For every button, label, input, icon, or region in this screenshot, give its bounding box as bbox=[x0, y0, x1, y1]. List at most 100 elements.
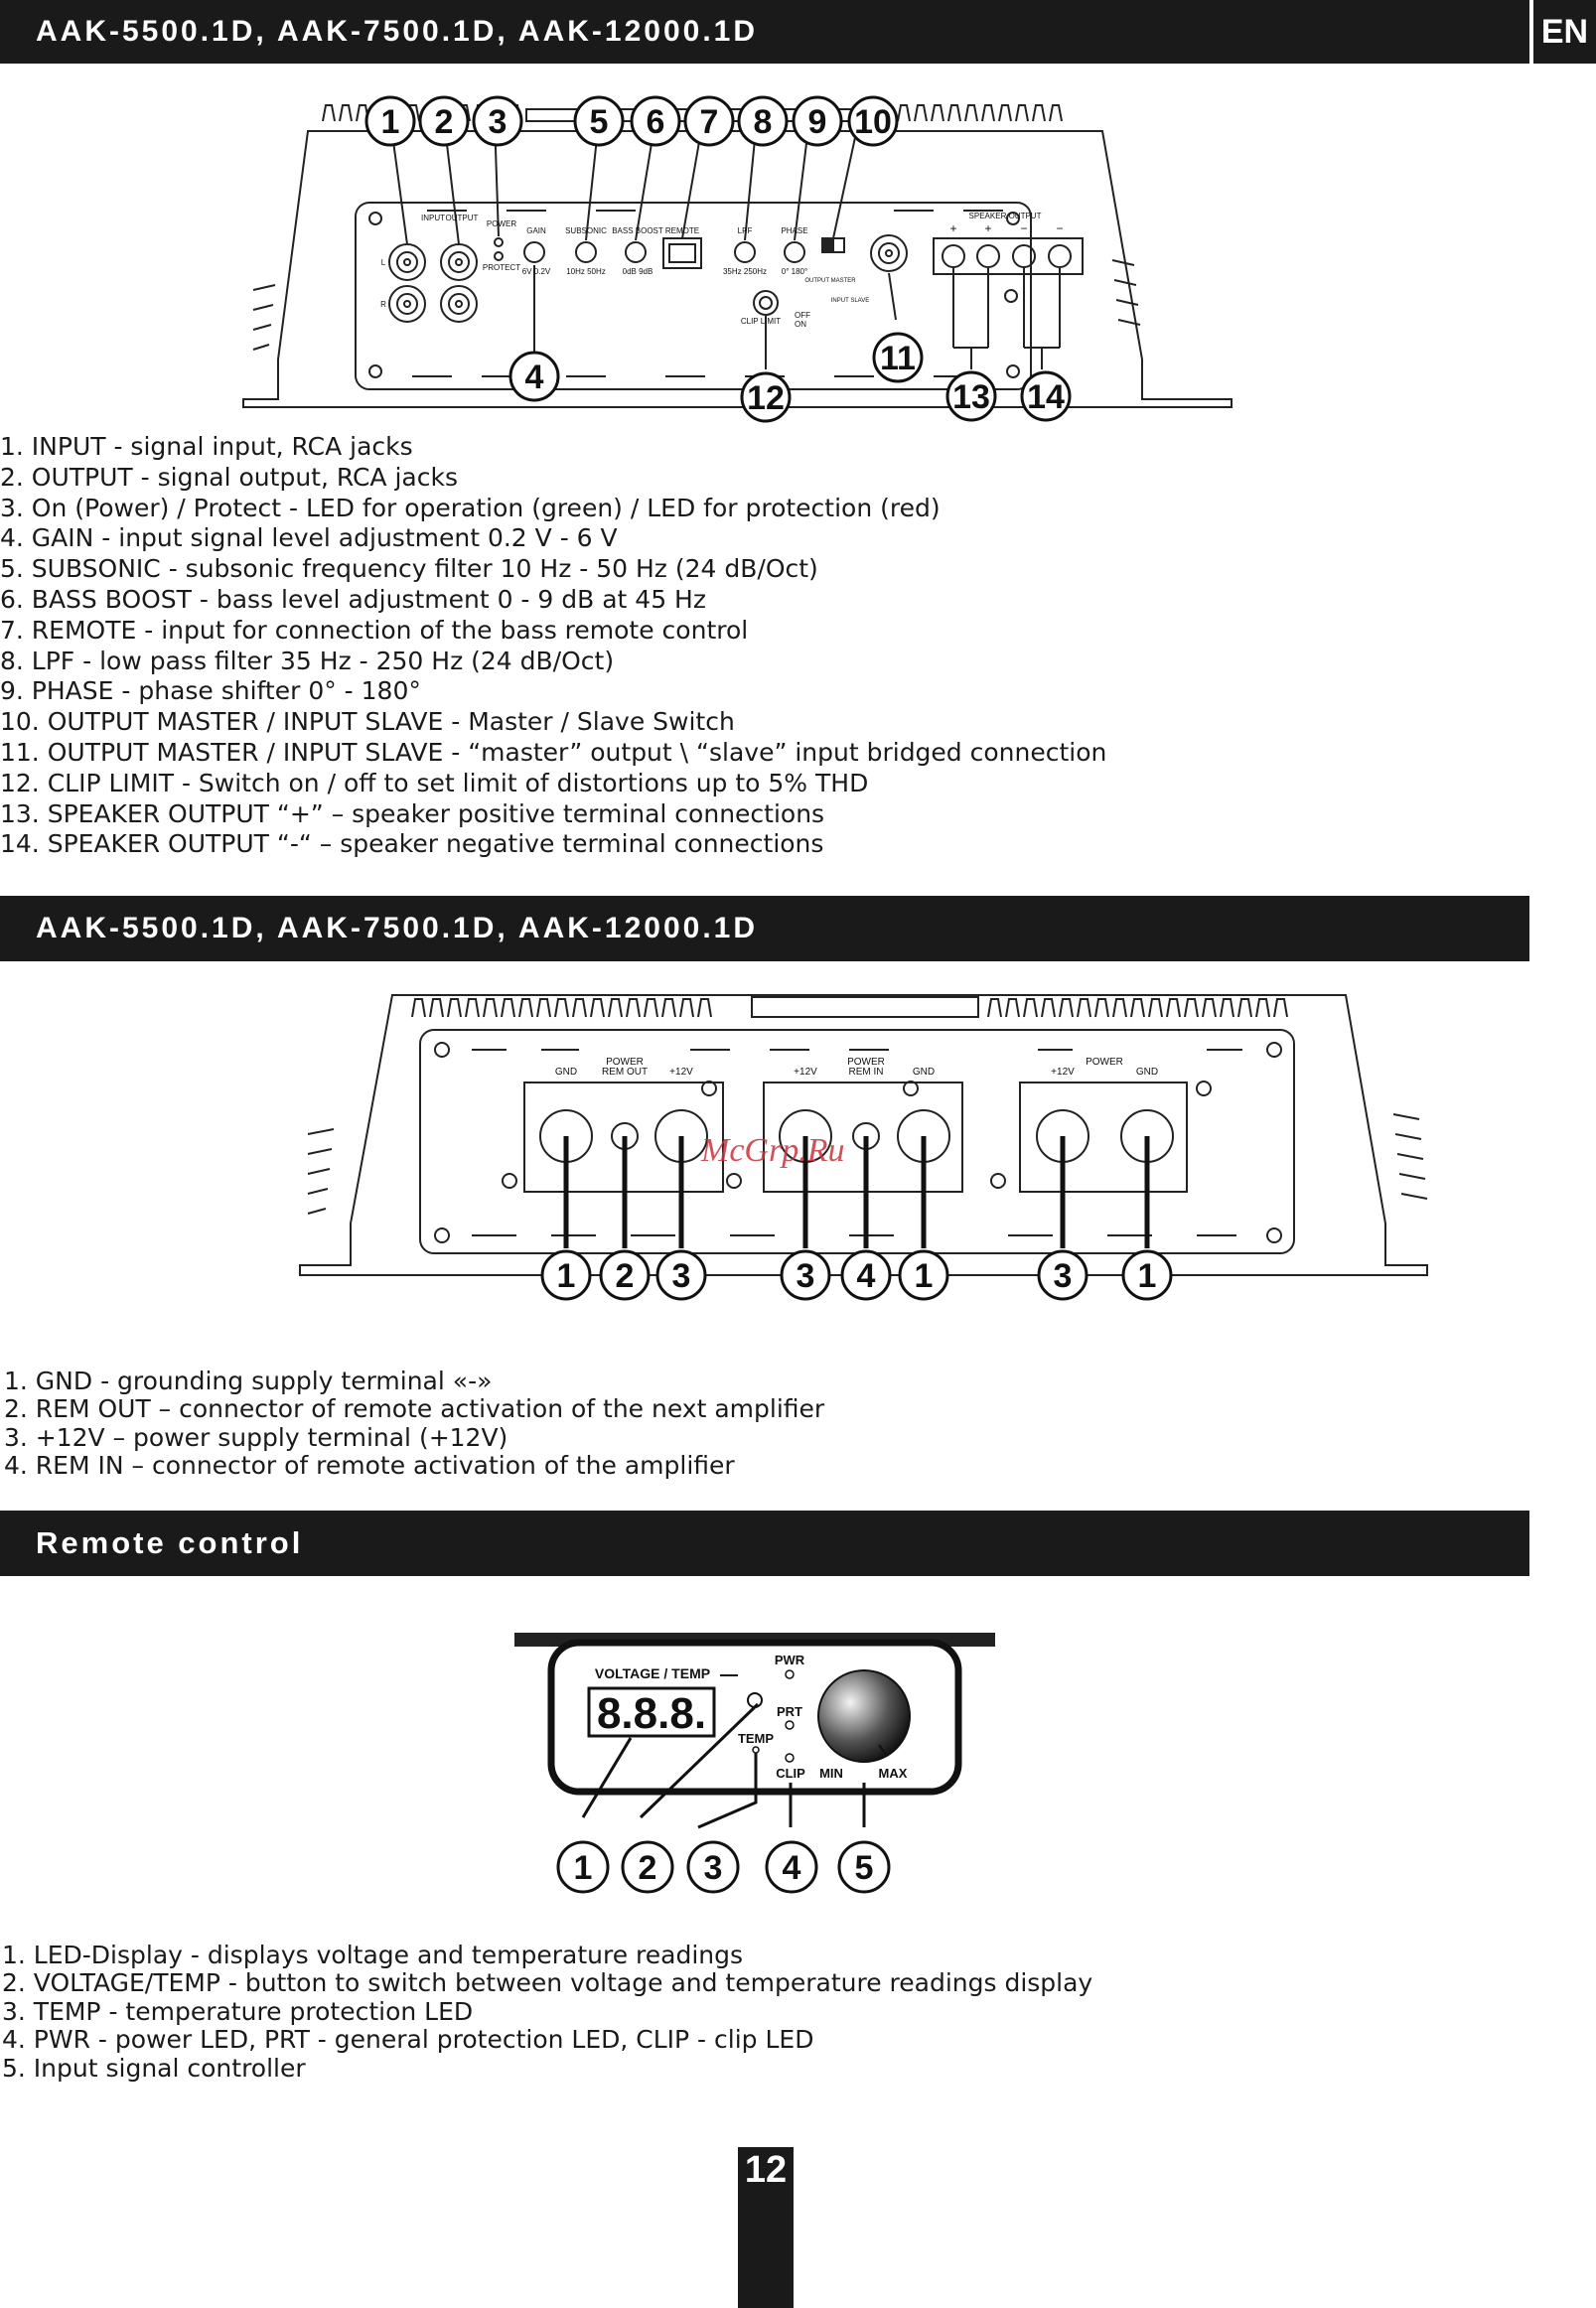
clip-led bbox=[785, 1753, 795, 1763]
page-number: 12 bbox=[738, 2147, 794, 2308]
callout-2: 2 bbox=[435, 103, 454, 141]
remote-control-legend: 1. LED-Display - displays voltage and te… bbox=[2, 1941, 1093, 2083]
list-item: 9. PHASE - phase shifter 0° - 180° bbox=[0, 676, 421, 706]
list-item: 6. BASS BOOST - bass level adjustment 0 … bbox=[0, 584, 706, 614]
list-item: 4. REM IN – connector of remote activati… bbox=[4, 1451, 735, 1481]
label-voltage-temp: VOLTAGE / TEMP bbox=[595, 1665, 710, 1681]
label-off: OFF bbox=[795, 311, 810, 320]
label-prt: PRT bbox=[777, 1704, 802, 1719]
list-item: 11. OUTPUT MASTER / INPUT SLAVE - “maste… bbox=[0, 737, 1107, 767]
label-clip-limit: CLIP LIMIT bbox=[741, 317, 781, 326]
callout-3: 3 bbox=[1054, 1257, 1073, 1295]
label-gain: GAIN bbox=[526, 226, 546, 235]
list-item: 2. OUTPUT - signal output, RCA jacks bbox=[0, 462, 458, 492]
callout-13: 13 bbox=[952, 378, 990, 416]
list-item: 5. Input signal controller bbox=[2, 2053, 306, 2083]
section-header-remote-control: Remote control bbox=[0, 1511, 1529, 1576]
label-gnd: GND bbox=[1136, 1067, 1158, 1078]
callout-3: 3 bbox=[704, 1849, 723, 1887]
label-remote: REMOTE bbox=[665, 226, 699, 235]
list-item: 14. SPEAKER OUTPUT “-“ – speaker negativ… bbox=[0, 829, 824, 859]
prt-led bbox=[785, 1720, 795, 1730]
callout-2: 2 bbox=[616, 1257, 635, 1295]
callout-3: 3 bbox=[797, 1257, 815, 1295]
callout-12: 12 bbox=[747, 379, 785, 417]
input-level-knob[interactable] bbox=[817, 1669, 911, 1763]
list-item: 3. +12V – power supply terminal (+12V) bbox=[4, 1422, 508, 1452]
amp-control-panel-diagram: INPUT OUTPUT POWER PROTECT L R GAIN 6V 0… bbox=[242, 95, 1233, 423]
led-display: 8.8.8. bbox=[597, 1689, 706, 1738]
section-title: Remote control bbox=[36, 1525, 304, 1560]
label-gnd: GND bbox=[555, 1067, 577, 1078]
list-item: 1. LED-Display - displays voltage and te… bbox=[2, 1941, 744, 1969]
label-minus-1: − bbox=[1020, 221, 1027, 235]
callout-9: 9 bbox=[808, 103, 827, 141]
callout-2: 2 bbox=[639, 1849, 657, 1887]
label-l: L bbox=[381, 258, 386, 267]
label-subsonic-range: 10Hz 50Hz bbox=[566, 267, 606, 276]
label-input: INPUT bbox=[421, 214, 445, 222]
callout-11: 11 bbox=[880, 340, 916, 377]
label-max: MAX bbox=[879, 1766, 908, 1781]
list-item: 3. TEMP - temperature protection LED bbox=[2, 1996, 474, 2026]
label-power: POWER bbox=[487, 219, 516, 228]
list-item: 2. REM OUT – connector of remote activat… bbox=[4, 1394, 825, 1424]
callout-4: 4 bbox=[525, 359, 544, 396]
label-12v: +12V bbox=[1051, 1067, 1075, 1078]
callout-3: 3 bbox=[672, 1257, 691, 1295]
label-rem-in: REM IN bbox=[849, 1067, 884, 1078]
list-item: 13. SPEAKER OUTPUT “+” – speaker positiv… bbox=[0, 798, 825, 828]
label-gnd: GND bbox=[913, 1067, 935, 1078]
label-rem-out: REM OUT bbox=[602, 1067, 648, 1078]
remote-control-diagram: 8.8.8. VOLTAGE / TEMP TEMP PWR PRT CLIP … bbox=[514, 1633, 995, 1894]
list-item: 4. GAIN - input signal level adjustment … bbox=[0, 523, 618, 553]
list-item: 12. CLIP LIMIT - Switch on / off to set … bbox=[0, 768, 869, 797]
list-item: 5. SUBSONIC - subsonic frequency filter … bbox=[0, 554, 818, 584]
callout-3: 3 bbox=[489, 103, 508, 141]
label-clip: CLIP bbox=[776, 1766, 805, 1781]
callout-10: 10 bbox=[854, 103, 892, 141]
label-bass-range: 0dB 9dB bbox=[623, 267, 653, 276]
label-bass-boost: BASS BOOST bbox=[612, 226, 663, 235]
label-subsonic: SUBSONIC bbox=[565, 226, 607, 235]
label-protect: PROTECT bbox=[483, 263, 520, 272]
list-item: 10. OUTPUT MASTER / INPUT SLAVE - Master… bbox=[0, 707, 735, 737]
callout-1: 1 bbox=[915, 1257, 934, 1295]
callout-8: 8 bbox=[754, 103, 773, 141]
label-plus-1: + bbox=[949, 221, 956, 235]
callout-1: 1 bbox=[1138, 1257, 1157, 1295]
list-item: 1. GND - grounding supply terminal «-» bbox=[4, 1367, 493, 1395]
section-header-power-panel: AAK-5500.1D, AAK-7500.1D, AAK-12000.1D bbox=[0, 896, 1529, 961]
callout-5: 5 bbox=[590, 103, 609, 141]
label-phase: PHASE bbox=[781, 226, 807, 235]
label-min: MIN bbox=[819, 1766, 843, 1781]
label-phase-range: 0° 180° bbox=[782, 267, 807, 276]
label-minus-2: − bbox=[1056, 221, 1063, 235]
label-on: ON bbox=[795, 320, 806, 329]
pwr-led bbox=[785, 1669, 795, 1679]
callout-6: 6 bbox=[647, 103, 665, 141]
callout-1: 1 bbox=[381, 103, 400, 141]
label-power: POWER bbox=[606, 1057, 644, 1068]
list-item: 1. INPUT - signal input, RCA jacks bbox=[0, 432, 413, 461]
label-lpf-range: 35Hz 250Hz bbox=[723, 267, 767, 276]
label-power: POWER bbox=[847, 1057, 885, 1068]
temp-led bbox=[752, 1746, 760, 1754]
label-speaker-output: SPEAKER OUTPUT bbox=[969, 212, 1042, 220]
list-item: 7. REMOTE - input for connection of the … bbox=[0, 615, 749, 645]
callout-5: 5 bbox=[855, 1849, 874, 1887]
label-pwr: PWR bbox=[775, 1653, 805, 1667]
amp-power-panel-diagram: GND POWER REM OUT +12V +12V POWER REM IN… bbox=[299, 994, 1428, 1301]
section-title: AAK-5500.1D, AAK-7500.1D, AAK-12000.1D bbox=[36, 15, 759, 48]
label-r: R bbox=[380, 300, 386, 309]
label-lpf: LPF bbox=[738, 226, 753, 235]
section-title: AAK-5500.1D, AAK-7500.1D, AAK-12000.1D bbox=[36, 912, 759, 944]
list-item: 2. VOLTAGE/TEMP - button to switch betwe… bbox=[2, 1968, 1093, 1998]
list-item: 8. LPF - low pass filter 35 Hz - 250 Hz … bbox=[0, 646, 615, 675]
callout-4: 4 bbox=[783, 1849, 801, 1887]
label-plus-2: + bbox=[984, 221, 991, 235]
callout-1: 1 bbox=[557, 1257, 576, 1295]
callout-1: 1 bbox=[574, 1849, 593, 1887]
callout-7: 7 bbox=[700, 103, 719, 141]
label-temp: TEMP bbox=[738, 1731, 774, 1746]
